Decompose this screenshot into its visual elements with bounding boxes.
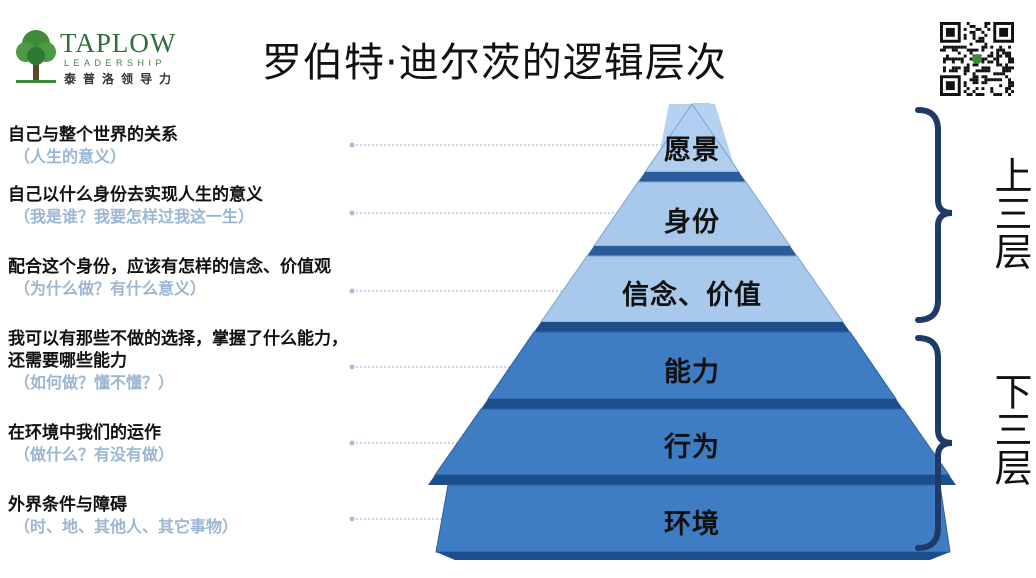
lower-three-label: 下三层 <box>988 372 1032 486</box>
logo-cn: 泰普洛领导力 <box>64 72 179 86</box>
tree-icon <box>16 30 56 83</box>
desc-capability-text2: 还需要哪些能力 <box>8 351 127 371</box>
upper-label-text: 上三层 <box>988 156 1032 270</box>
desc-vision: 自己与整个世界的关系 （人生的意义） <box>8 124 178 168</box>
upper-brace <box>915 107 953 323</box>
desc-behavior-sub: （做什么？有没有做） <box>14 445 175 464</box>
desc-identity: 自己以什么身份去实现人生的意义 （我是谁？我要怎样过我这一生） <box>8 184 263 228</box>
desc-identity-text: 自己以什么身份去实现人生的意义 <box>8 185 263 205</box>
page-title: 罗伯特·迪尔茨的逻辑层次 <box>262 40 727 86</box>
desc-environment-sub: （时、地、其他人、其它事物） <box>14 517 239 536</box>
level-label-capability: 能力 <box>664 357 720 388</box>
desc-vision-sub: （人生的意义） <box>14 147 127 166</box>
qr-code-icon <box>940 22 1014 96</box>
desc-vision-text: 自己与整个世界的关系 <box>8 125 178 145</box>
level-label-belief: 信念、价值 <box>622 280 762 311</box>
desc-belief: 配合这个身份，应该有怎样的信念、价值观 （为什么做？有什么意义） <box>8 256 331 300</box>
desc-capability-text: 我可以有那些不做的选择，掌握了什么能力， <box>8 329 348 349</box>
desc-environment: 外界条件与障碍 （时、地、其他人、其它事物） <box>8 494 238 538</box>
level-label-behavior: 行为 <box>664 432 720 463</box>
desc-environment-text: 外界条件与障碍 <box>8 495 127 515</box>
desc-belief-text: 配合这个身份，应该有怎样的信念、价值观 <box>8 257 331 277</box>
desc-capability: 我可以有那些不做的选择，掌握了什么能力， 还需要哪些能力 （如何做？懂不懂？） <box>8 328 348 394</box>
desc-identity-sub: （我是谁？我要怎样过我这一生） <box>14 207 255 226</box>
lower-label-text: 下三层 <box>988 372 1032 486</box>
logo-brand: TAPLOW <box>60 28 177 58</box>
desc-capability-sub: （如何做？懂不懂？） <box>14 373 175 392</box>
upper-three-label: 上三层 <box>988 156 1032 270</box>
desc-behavior-text: 在环境中我们的运作 <box>8 423 161 443</box>
logo-sub: LEADERSHIP <box>64 58 167 68</box>
level-label-identity: 身份 <box>664 207 720 238</box>
taplow-logo: TAPLOW LEADERSHIP 泰普洛领导力 <box>14 26 214 88</box>
desc-behavior: 在环境中我们的运作 （做什么？有没有做） <box>8 422 174 466</box>
level-label-vision: 愿景 <box>664 135 720 166</box>
desc-belief-sub: （为什么做？有什么意义） <box>14 279 207 298</box>
level-label-environment: 环境 <box>664 509 720 540</box>
lower-brace <box>915 335 953 551</box>
